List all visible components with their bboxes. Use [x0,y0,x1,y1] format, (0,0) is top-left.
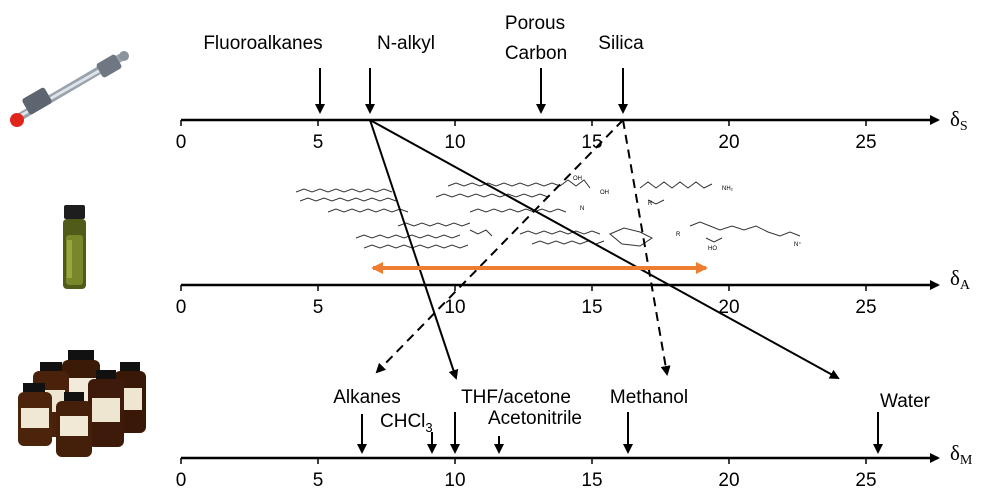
solvent-bottles-icon [18,350,146,457]
label-acetonitrile: Acetonitrile [488,408,582,429]
tick-label: 10 [444,297,465,318]
axis-a: 0 5 10 15 20 25 [176,280,940,318]
svg-text:δA: δA [950,266,971,293]
svg-text:OH: OH [600,190,609,196]
axis-symbol-m: δM [950,441,973,468]
sample-vial-icon [63,205,86,289]
axis-m-delta: δ [950,441,960,465]
svg-text:NH₂: NH₂ [722,186,734,192]
tick-label: 20 [718,297,739,318]
svg-text:δS: δS [950,107,968,134]
tick-label: 25 [855,470,876,490]
lipid-structures-illustration: OH OH N R R HO NH₂ N⁺ [295,176,802,252]
tick-label: 5 [313,297,324,318]
tick-label: 10 [444,132,465,153]
label-fluoroalkanes: Fluoroalkanes [203,33,322,54]
label-methanol: Methanol [610,387,688,408]
tick-label: 0 [176,297,187,318]
label-water: Water [880,391,931,412]
tick-label: 20 [718,132,739,153]
tick-label: 15 [581,297,602,318]
label-porous: Porous [505,13,565,34]
tick-label: 5 [313,470,324,490]
tick-label: 5 [313,132,324,153]
svg-text:OH: OH [573,176,582,182]
tick-label: 20 [718,470,739,490]
svg-text:δM: δM [950,441,973,468]
svg-text:HO: HO [708,246,717,252]
svg-text:N⁺: N⁺ [794,241,802,248]
label-n-alkyl: N-alkyl [377,33,435,54]
connector-silica-to-methanol [622,119,671,376]
label-silica: Silica [598,33,644,54]
axis-a-delta: δ [950,266,960,290]
axis-m: 0 5 10 15 20 25 [176,453,940,491]
svg-text:N: N [580,206,584,212]
axis-m-subscript: M [960,453,973,468]
tick-label: 0 [176,132,187,153]
tick-label: 0 [176,470,187,490]
label-chcl3: CHCl3 [380,411,433,435]
label-chcl3-main: CHCl [380,411,425,432]
axis-a-subscript: A [960,278,971,293]
svg-text:R: R [648,201,653,207]
axis-s-subscript: S [960,119,968,134]
tick-label: 25 [855,132,876,153]
connector-silica-to-alkanes [375,119,624,374]
hplc-column-icon [10,51,129,127]
axis-s-delta: δ [950,107,960,131]
label-alkanes: Alkanes [333,387,401,408]
tick-label: 15 [581,132,602,153]
label-carbon: Carbon [505,43,567,64]
tick-label: 15 [581,470,602,490]
label-thf-acetone: THF/acetone [461,387,571,408]
svg-text:R: R [676,232,681,238]
label-chcl3-sub: 3 [425,420,432,435]
axis-s: 0 5 10 15 20 25 [176,115,940,153]
axis-symbol-a: δA [950,266,971,293]
connector-n-alkyl-to-water [369,119,840,379]
axis-symbol-s: δS [950,107,968,134]
axes: 0 5 10 15 20 25 0 5 10 15 20 25 0 5 10 15 20 25 [176,115,940,491]
connector-n-alkyl-to-thf [369,119,459,380]
tick-label: 10 [444,470,465,490]
tick-label: 25 [855,297,876,318]
